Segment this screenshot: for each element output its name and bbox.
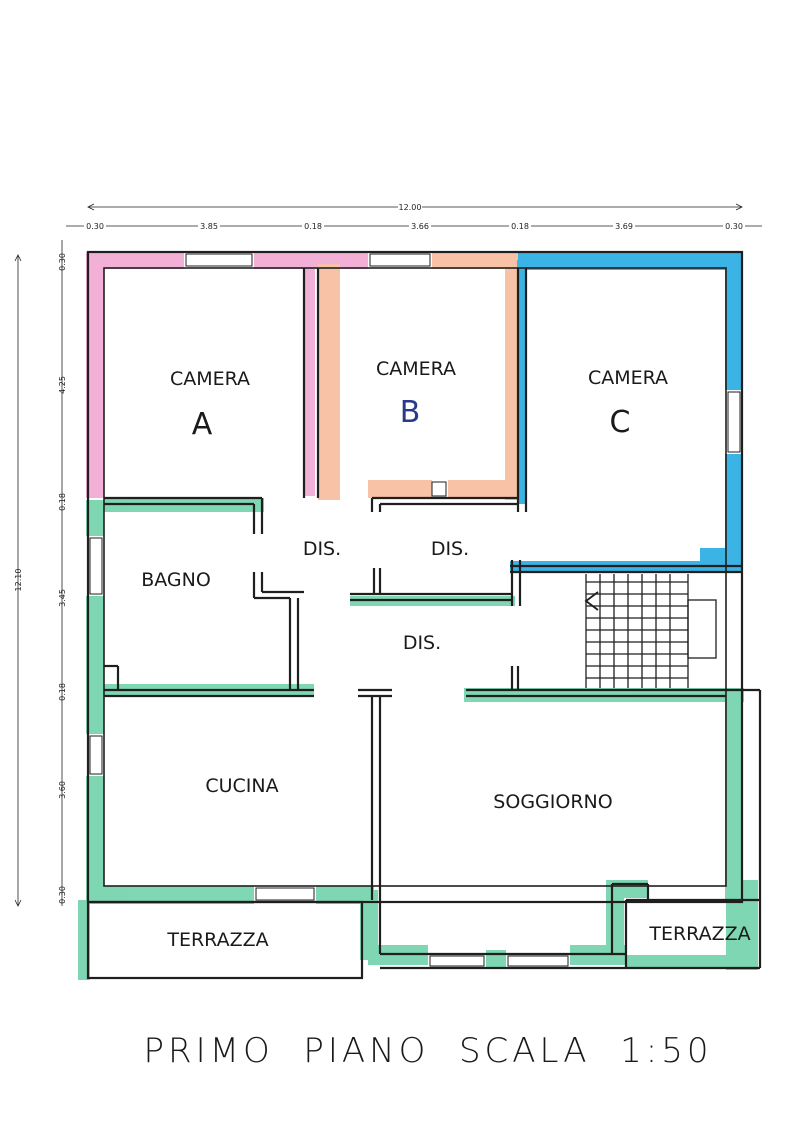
total-width-label: 12.00 bbox=[399, 203, 422, 212]
room-bagno: BAGNO bbox=[141, 569, 211, 591]
staircase bbox=[584, 574, 717, 688]
dim-side-5: 3.60 bbox=[58, 781, 67, 799]
stair-arrow-icon bbox=[584, 591, 599, 611]
dim-top-3: 3.66 bbox=[411, 222, 429, 231]
room-soggiorno: SOGGIORNO bbox=[493, 791, 612, 813]
total-height-label: 12.10 bbox=[14, 569, 23, 592]
room-camera-b-letter: B bbox=[400, 395, 421, 430]
dim-top-2: 0.18 bbox=[304, 222, 322, 231]
room-camera-a: CAMERA bbox=[170, 368, 250, 390]
dim-side-4: 0.18 bbox=[58, 683, 67, 701]
room-dis-1: DIS. bbox=[303, 538, 341, 560]
dim-side-1: 4.25 bbox=[58, 376, 67, 394]
dim-side-0: 0.30 bbox=[58, 253, 67, 271]
dim-top-5: 3.69 bbox=[615, 222, 633, 231]
room-cucina: CUCINA bbox=[205, 775, 278, 797]
top-dimension-labels: 12.00 0.30 3.85 0.18 3.66 0.18 3.69 0.30 bbox=[84, 201, 745, 231]
dim-side-6: 0.30 bbox=[58, 886, 67, 904]
walls bbox=[86, 250, 762, 980]
room-camera-a-letter: A bbox=[192, 407, 213, 442]
dim-top-4: 0.18 bbox=[511, 222, 529, 231]
dim-top-6: 0.30 bbox=[725, 222, 743, 231]
dim-side-2: 0.18 bbox=[58, 493, 67, 511]
room-camera-c-letter: C bbox=[610, 405, 631, 440]
room-dis-3: DIS. bbox=[403, 632, 441, 654]
side-dimension-labels: 12.10 0.30 4.25 0.18 3.45 0.18 3.60 0.30 bbox=[14, 253, 67, 904]
dim-top-0: 0.30 bbox=[86, 222, 104, 231]
dim-side-3: 3.45 bbox=[58, 589, 67, 607]
window-openings bbox=[89, 253, 741, 967]
room-terrazza-2: TERRAZZA bbox=[648, 923, 750, 945]
plan-title: PRIMO PIANO SCALA 1:50 bbox=[144, 1031, 713, 1071]
room-camera-b: CAMERA bbox=[376, 358, 456, 380]
room-camera-c: CAMERA bbox=[588, 367, 668, 389]
room-terrazza-1: TERRAZZA bbox=[166, 929, 268, 951]
dim-top-1: 3.85 bbox=[200, 222, 218, 231]
dimension-lines bbox=[14, 203, 762, 907]
room-dis-2: DIS. bbox=[431, 538, 469, 560]
room-labels: CAMERA A CAMERA B CAMERA C DIS. DIS. DIS… bbox=[141, 358, 750, 951]
